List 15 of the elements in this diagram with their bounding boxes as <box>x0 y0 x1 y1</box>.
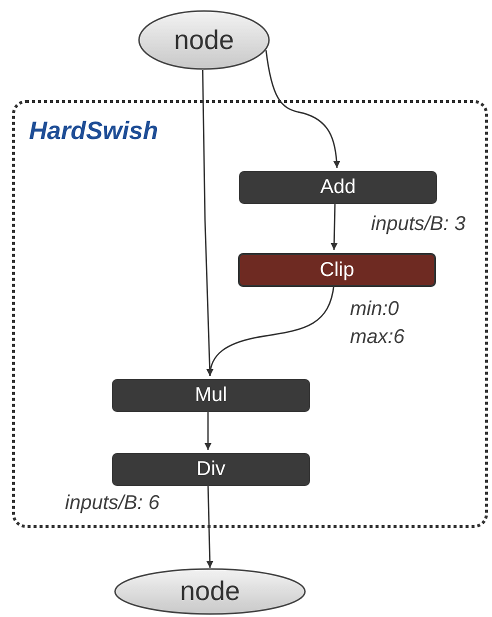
operator-box: Add <box>239 171 437 204</box>
annotation-text: inputs/B: 6 <box>65 491 160 516</box>
terminal-ellipse: node <box>138 10 270 70</box>
operator-box: Div <box>112 453 310 486</box>
operator-box: Mul <box>112 379 310 412</box>
annotation-text: inputs/B: 3 <box>371 212 466 237</box>
arrow <box>202 70 214 376</box>
terminal-ellipse: node <box>114 568 306 615</box>
arrow <box>265 50 340 168</box>
annotation-text: min:0 <box>350 297 399 322</box>
group-frame <box>12 100 488 528</box>
annotation-text: max:6 <box>350 325 404 350</box>
group-title: HardSwish <box>29 117 158 146</box>
arrow <box>204 409 212 450</box>
operator-box: Clip <box>238 253 436 287</box>
